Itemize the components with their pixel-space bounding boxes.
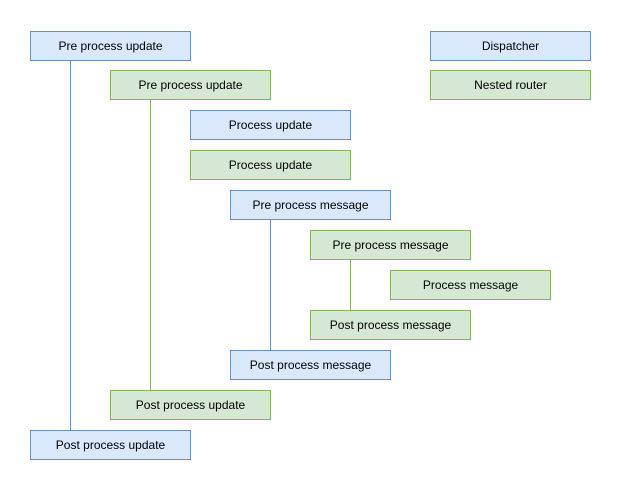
node-process-message-nested-router: Process message — [390, 270, 551, 300]
node-label: Pre process update — [58, 39, 163, 53]
node-label: Pre process update — [138, 78, 243, 92]
connector-dispatcher-message-lifeline — [270, 220, 271, 350]
node-post-process-message-nested-router: Post process message — [310, 310, 471, 340]
connector-nested-router-message-lifeline — [350, 260, 351, 310]
node-pre-process-message-dispatcher: Pre process message — [230, 190, 391, 220]
legend-label: Nested router — [474, 78, 547, 92]
node-pre-process-update-dispatcher: Pre process update — [30, 31, 191, 61]
connector-nested-router-update-lifeline — [150, 100, 151, 390]
node-label: Process message — [422, 278, 519, 292]
node-post-process-update-nested-router: Post process update — [110, 390, 271, 420]
node-pre-process-update-nested-router: Pre process update — [110, 70, 271, 100]
legend-label: Dispatcher — [481, 39, 540, 53]
node-label: Post process update — [55, 438, 166, 452]
legend-dispatcher: Dispatcher — [430, 31, 591, 61]
connector-dispatcher-update-lifeline — [70, 61, 71, 430]
node-label: Process update — [228, 158, 313, 172]
node-label: Process update — [228, 118, 313, 132]
node-process-update-dispatcher: Process update — [190, 110, 351, 140]
node-label: Post process update — [135, 398, 246, 412]
node-label: Post process message — [329, 318, 452, 332]
node-pre-process-message-nested-router: Pre process message — [310, 230, 471, 260]
node-post-process-message-dispatcher: Post process message — [230, 350, 391, 380]
node-process-update-nested-router: Process update — [190, 150, 351, 180]
node-post-process-update-dispatcher: Post process update — [30, 430, 191, 460]
node-label: Pre process message — [332, 238, 449, 252]
node-label: Pre process message — [252, 198, 369, 212]
node-label: Post process message — [249, 358, 372, 372]
legend-nested-router: Nested router — [430, 70, 591, 100]
